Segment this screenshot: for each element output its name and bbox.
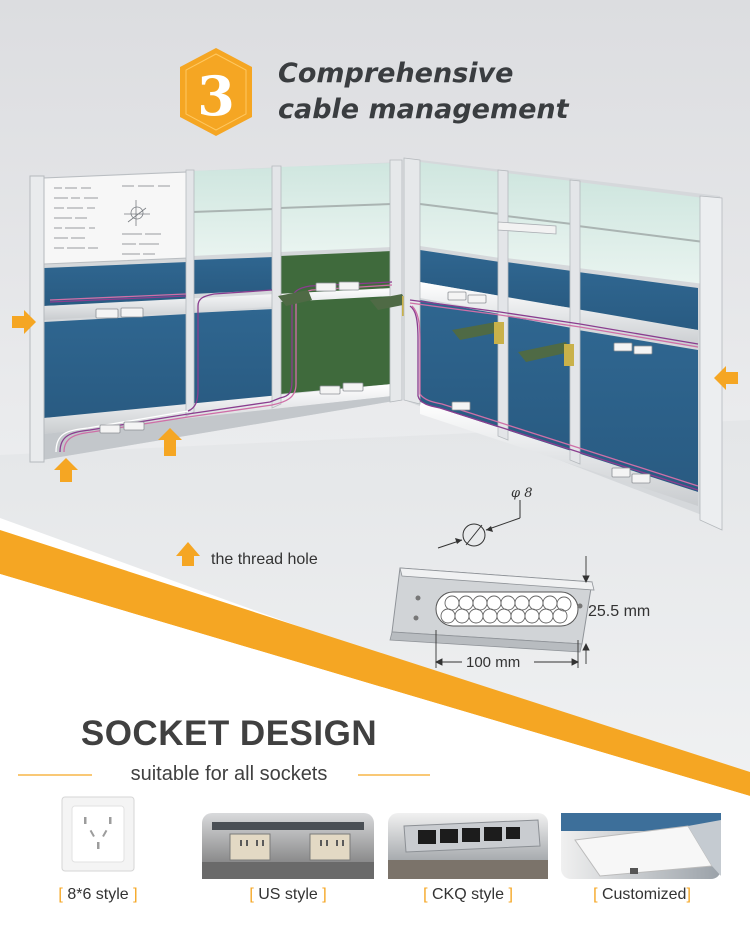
headline-line-1: Comprehensive [278, 58, 514, 89]
arrow-left-icon [714, 366, 738, 390]
thumb-us-style [202, 813, 374, 879]
arrow-icons [12, 310, 738, 566]
thread-hole-label: the thread hole [211, 551, 318, 568]
left-partition-wall [29, 159, 414, 463]
socket-section-subtitle: suitable for all sockets [130, 763, 328, 785]
headline-line-2: cable management [278, 94, 569, 125]
height-dimension-label: 25.5 mm [588, 603, 651, 620]
step-number: 3 [197, 64, 235, 128]
right-partition-wall [403, 157, 723, 531]
thumb-ckq-style [388, 813, 548, 879]
orange-stripe [0, 530, 750, 796]
caption-ckq-style: [ CKQ style ] [423, 886, 513, 903]
thumb-customized [561, 813, 721, 879]
caption-label: 8*6 style [67, 886, 129, 903]
socket-section-title: SOCKET DESIGN [80, 714, 378, 753]
cable-tray-diagram [389, 500, 595, 668]
caption-label: US style [258, 886, 318, 903]
caption-label: Customized [601, 886, 687, 903]
step-badge [180, 48, 252, 136]
caption-8x6-style: [ 8*6 style ] [58, 886, 138, 903]
caption-label: CKQ style [431, 886, 504, 903]
arrow-up-icon [176, 542, 200, 566]
thumb-8x6-style [61, 796, 135, 872]
arrow-up-icon [54, 458, 78, 482]
arrow-right-icon [12, 310, 36, 334]
caption-customized: [ Customized] [593, 886, 691, 903]
width-dimension-label: 100 mm [466, 654, 521, 671]
arrow-up-icon [158, 428, 182, 456]
caption-us-style: [ US style ] [249, 886, 327, 903]
diameter-label: φ 8 [511, 486, 533, 501]
